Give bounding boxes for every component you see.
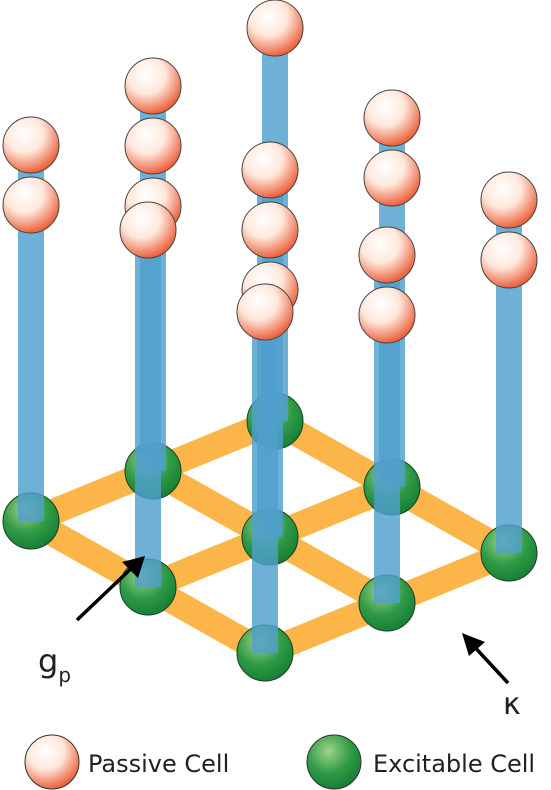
passive-cell — [119, 201, 177, 259]
passive-cell — [2, 116, 60, 174]
passive-cell — [124, 117, 182, 175]
legend: Passive Cell Excitable Cell — [24, 734, 535, 790]
excitable-coupling-annotation: κ — [462, 633, 521, 722]
passive-cell — [363, 89, 421, 147]
excitable-coupling-label: κ — [503, 687, 521, 722]
passive-coupling-subscript: p — [58, 663, 71, 687]
passive-coupling-arrowhead-icon — [122, 556, 145, 578]
passive-coupling-base: g — [38, 642, 58, 680]
passive-cells — [2, 0, 538, 344]
passive-coupling-arrow — [75, 560, 140, 622]
passive-coupling-annotation: gp — [38, 556, 145, 687]
passive-cell — [358, 226, 416, 284]
passive-cell — [236, 283, 294, 341]
legend-excitable-icon — [306, 734, 362, 790]
passive-cell — [2, 176, 60, 234]
passive-cell — [124, 57, 182, 115]
legend-passive-icon — [24, 734, 80, 790]
passive-cell — [358, 286, 416, 344]
passive-coupling-label: gp — [38, 642, 71, 687]
excitable-coupling-arrowhead-icon — [462, 633, 485, 656]
legend-excitable-label: Excitable Cell — [373, 750, 535, 778]
passive-cell — [480, 171, 538, 229]
passive-cell — [480, 231, 538, 289]
passive-cell — [241, 201, 299, 259]
legend-passive-label: Passive Cell — [88, 750, 229, 778]
passive-cell — [241, 141, 299, 199]
passive-cell — [246, 0, 304, 57]
passive-cell — [363, 149, 421, 207]
